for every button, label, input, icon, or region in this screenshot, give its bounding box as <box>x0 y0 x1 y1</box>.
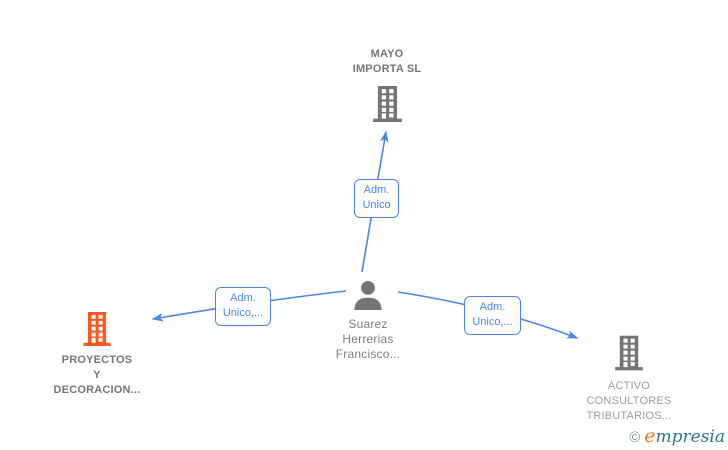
edge-label-adm-unico-left[interactable]: Adm. Unico,... <box>215 287 271 326</box>
edge-label-adm-unico-top[interactable]: Adm. Unico <box>354 179 399 218</box>
node-mayo-importa-sl[interactable]: MAYO IMPORTA SL <box>327 47 447 122</box>
node-label: MAYO IMPORTA SL <box>352 48 422 75</box>
node-label: Suarez Herrerias Francisco... <box>335 317 401 361</box>
empresia-logo[interactable]: © empresia <box>629 425 725 447</box>
edge-label-adm-unico-right[interactable]: Adm. Unico,... <box>464 296 521 335</box>
building-icon <box>615 335 643 371</box>
node-label: PROYECTOS Y DECORACION... <box>53 354 141 396</box>
person-icon <box>354 281 382 310</box>
node-suarez-herrerias[interactable]: Suarez Herrerias Francisco... <box>308 281 428 362</box>
node-activo-consultores[interactable]: ACTIVO CONSULTORES TRIBUTARIOS... <box>564 334 694 424</box>
building-icon <box>372 86 402 122</box>
copyright-icon: © <box>629 429 641 446</box>
node-proyectos-y-decoracion[interactable]: PROYECTOS Y DECORACION... <box>37 312 157 398</box>
building-icon <box>83 312 111 346</box>
brand-wordmark: empresia <box>644 425 725 447</box>
node-label: ACTIVO CONSULTORES TRIBUTARIOS... <box>586 380 672 422</box>
